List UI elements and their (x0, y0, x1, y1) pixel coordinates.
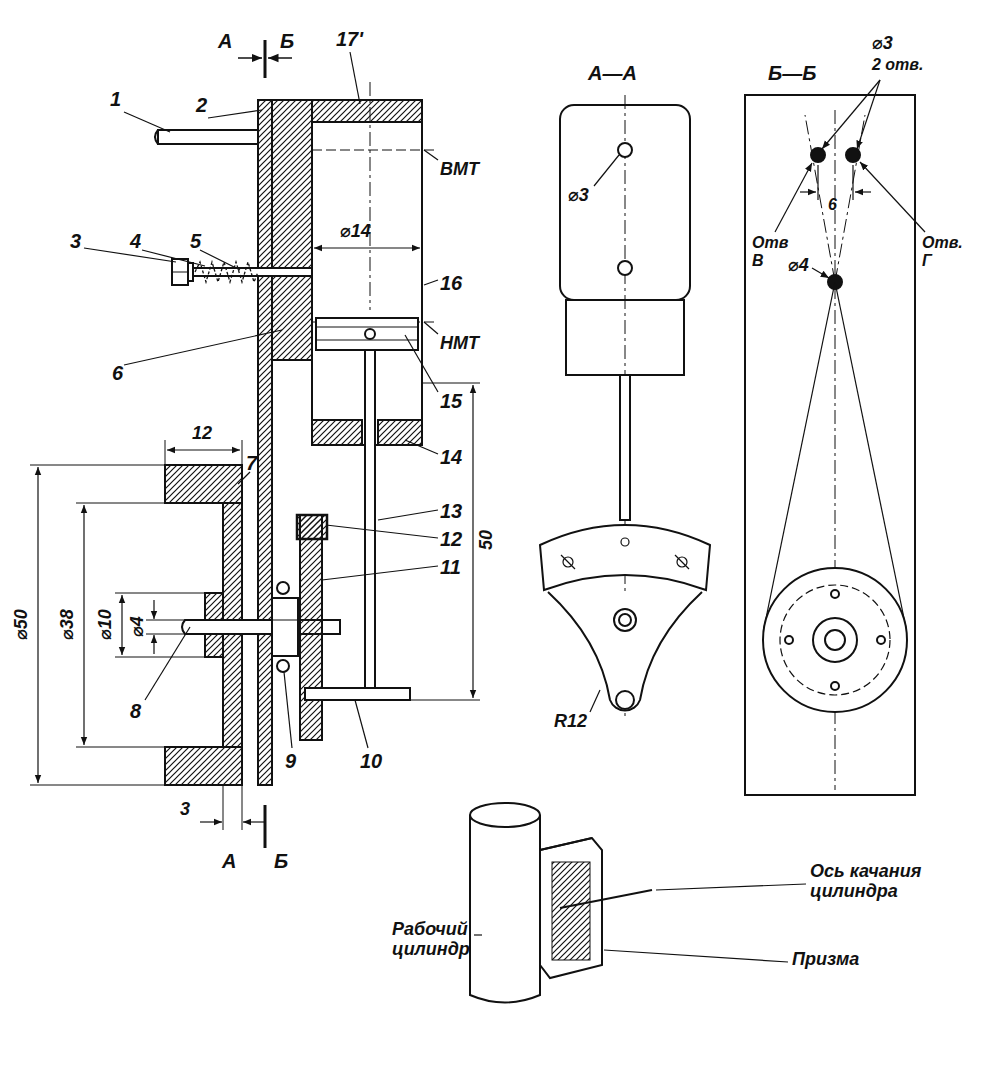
note: Рабочий цилиндр (392, 920, 474, 960)
dimension-label: 50 (477, 530, 497, 550)
position-label: НМТ (440, 334, 479, 354)
dimension-label: ⌀4 (788, 256, 809, 276)
dimension-label: ⌀10 (96, 610, 116, 641)
callout-number: 6 (112, 362, 123, 384)
section-letter: А (218, 30, 232, 52)
callout-number: 11 (440, 556, 461, 578)
callout-number: 14 (440, 446, 462, 468)
dimension-label: ⌀3 (872, 34, 893, 54)
callout-number: 7 (246, 452, 257, 474)
note: 2 отв. (872, 56, 923, 74)
callout-number: 12 (440, 528, 462, 550)
dimension-label: ⌀4 (128, 617, 148, 638)
callout-number: 1 (110, 88, 121, 110)
dimension-label: ⌀14 (340, 222, 371, 242)
callout-number: 4 (130, 230, 141, 252)
dimension-label: ⌀50 (12, 610, 32, 641)
callout-number: 8 (130, 700, 141, 722)
dimension-label: R12 (554, 712, 587, 732)
view-title: Б—Б (768, 62, 816, 84)
callout-number: 15 (440, 390, 462, 412)
note: Отв. Г (922, 234, 966, 269)
callout-number: 13 (440, 500, 462, 522)
dimension-label: ⌀38 (58, 610, 78, 641)
callout-number: 2 (196, 94, 207, 116)
note: Ось качания цилиндра (810, 862, 950, 902)
callout-number: 9 (285, 750, 296, 772)
callout-number: 10 (360, 750, 382, 772)
section-letter: Б (274, 850, 288, 872)
view-title: А—А (588, 62, 637, 84)
dimension-label: 12 (192, 424, 212, 444)
callout-number: 3 (70, 230, 81, 252)
callout-number: 5 (190, 230, 201, 252)
section-letter: Б (280, 30, 294, 52)
note: Призма (792, 950, 859, 970)
callout-number: 16 (440, 272, 462, 294)
section-letter: А (222, 850, 236, 872)
position-label: ВМТ (440, 160, 479, 180)
dimension-label: ⌀3 (568, 186, 589, 206)
note: Отв В (752, 234, 792, 269)
dimension-label: 3 (180, 800, 190, 820)
callout-number: 17' (336, 28, 363, 50)
dimension-label: 6 (828, 196, 837, 214)
